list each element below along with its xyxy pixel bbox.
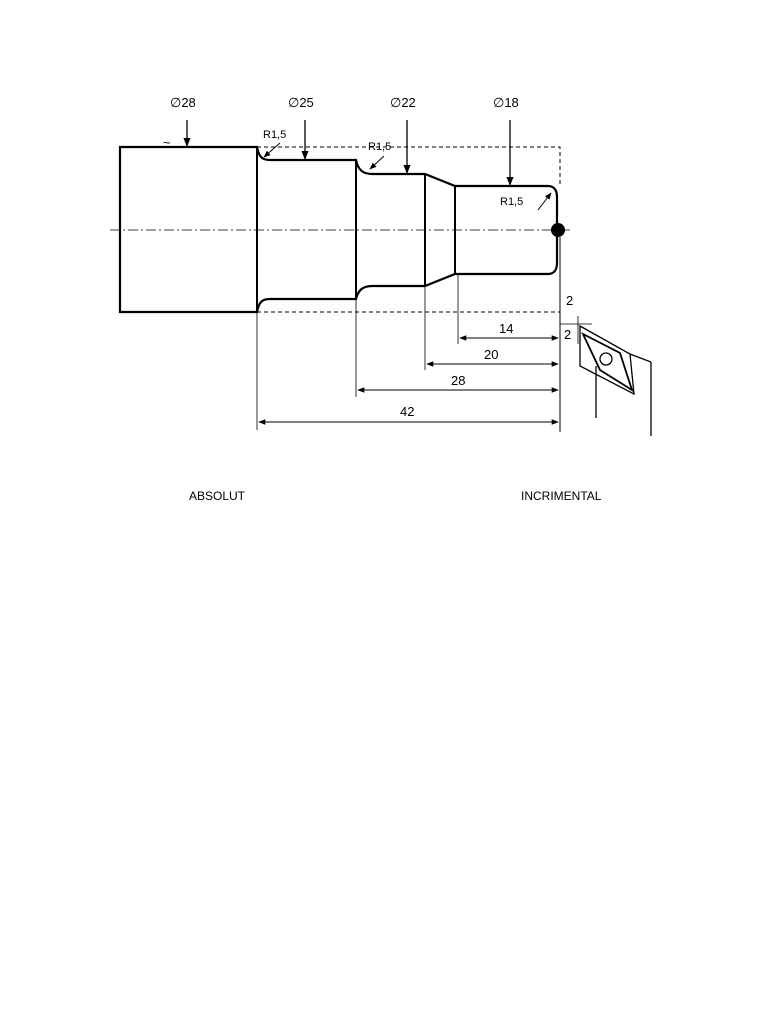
diameter-label-18: ∅18	[493, 95, 519, 110]
part-outline	[118, 145, 559, 314]
incremental-label: INCRIMENTAL	[521, 489, 602, 503]
dimension-label-42: 42	[400, 404, 414, 419]
turning-part-drawing: ∅28 ~ ∅25 ∅22 ∅18 R1,5 R1,5 R1,5 14 20 2…	[110, 95, 652, 436]
radius-arrow-3	[537, 192, 552, 211]
tilde-mark: ~	[163, 135, 171, 150]
diameter-label-25: ∅25	[288, 95, 314, 110]
dimension-label-20: 20	[484, 347, 498, 362]
dimension-label-28: 28	[451, 373, 465, 388]
tool-offset-label-x: 2	[564, 327, 571, 342]
absolute-label: ABSOLUT	[189, 489, 246, 503]
radius-arrow-1	[263, 142, 281, 158]
tool-offset-label-z: 2	[566, 293, 573, 308]
diameter-label-22: ∅22	[390, 95, 416, 110]
zero-point	[551, 223, 565, 237]
radius-label-2: R1,5	[368, 141, 391, 153]
radius-label-3: R1,5	[500, 196, 523, 208]
stock-outline	[257, 146, 561, 186]
radius-arrow-2	[369, 155, 385, 170]
cutting-tool	[579, 324, 652, 436]
radius-label-1: R1,5	[263, 129, 286, 141]
dimension-label-14: 14	[499, 321, 513, 336]
diameter-label-28: ∅28	[170, 95, 196, 110]
